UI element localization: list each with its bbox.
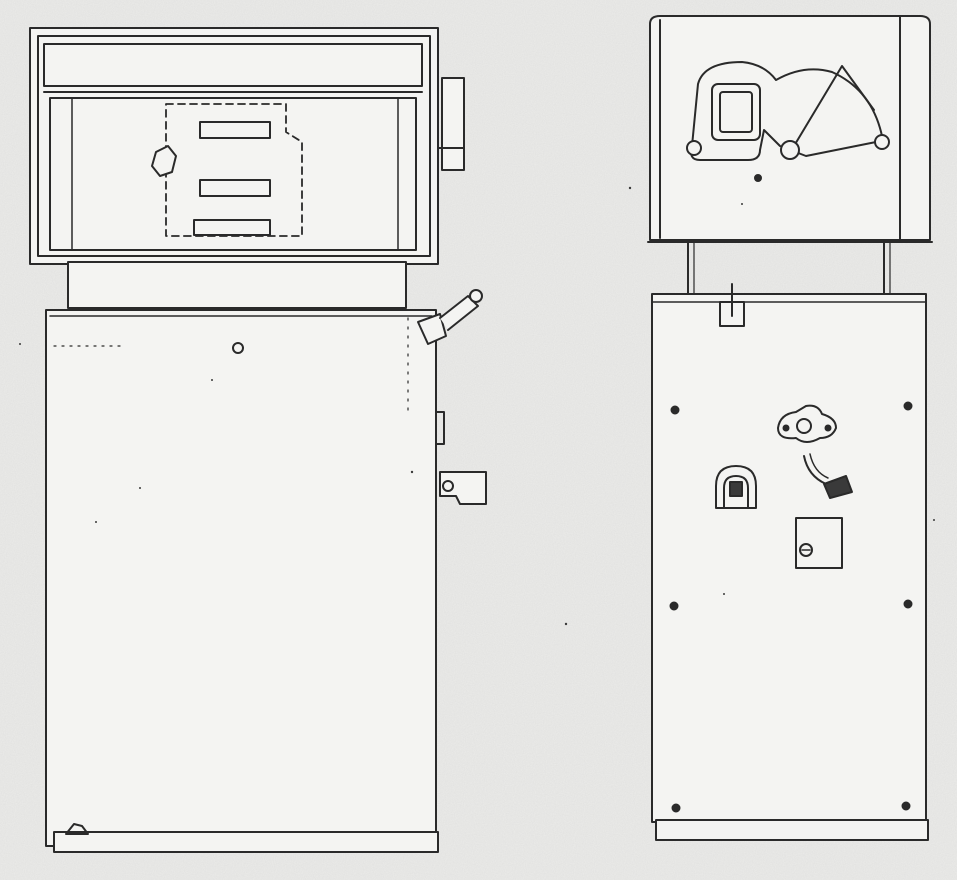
flange-bolt-right-icon	[824, 424, 832, 432]
front-cabinet	[45, 289, 487, 853]
front-cabinet-bolt-icon	[232, 342, 244, 354]
access-plate	[795, 517, 843, 569]
flange-fitting-icon	[777, 404, 837, 443]
display-header-band	[43, 43, 423, 87]
meter-window	[711, 83, 761, 141]
display-box-outer-frame	[29, 27, 439, 265]
side-view	[647, 15, 933, 841]
side-fitting-bolt-icon	[442, 480, 454, 492]
display-box-inner-frame	[37, 35, 431, 257]
rivet-mid-left-icon	[669, 601, 679, 611]
side-fitting-upper	[435, 411, 445, 445]
rivet-top-left-icon	[670, 405, 680, 415]
display-side-bracket	[441, 77, 465, 171]
front-cabinet-foot-icon	[65, 823, 89, 835]
readout-slot-3	[193, 219, 271, 236]
meter-pivot-center-icon	[780, 140, 800, 160]
rivet-mid-right-icon	[903, 599, 913, 609]
pump-head-rivet-icon	[754, 174, 762, 182]
register-dashed-outline	[165, 103, 303, 237]
display-box	[29, 27, 465, 269]
display-latch-icon	[151, 145, 177, 177]
side-cabinet-body	[651, 293, 927, 823]
side-cabinet-base	[655, 819, 929, 841]
front-neck	[67, 261, 407, 309]
display-window	[49, 97, 417, 251]
flange-bolt-left-icon	[782, 424, 790, 432]
copy-specks	[19, 186, 935, 626]
readout-slot-2	[199, 179, 271, 197]
flange-fitting-center-icon	[796, 418, 812, 434]
front-view	[29, 27, 487, 853]
nozzle-lever-knob-icon	[469, 289, 483, 303]
meter-pivot-right-icon	[874, 134, 890, 150]
rivet-top-right-icon	[903, 401, 913, 411]
hose-elbow-pipe-inner	[809, 453, 829, 479]
front-cabinet-base	[53, 831, 439, 853]
nozzle-holder-icon	[417, 313, 447, 345]
meter-window-inner	[719, 91, 753, 133]
rivet-bottom-right-icon	[901, 801, 911, 811]
readout-slot-1	[199, 121, 271, 139]
side-fitting-box	[439, 471, 487, 505]
rivet-bottom-left-icon	[671, 803, 681, 813]
arched-gauge-inner	[723, 475, 749, 509]
front-cabinet-body	[45, 309, 437, 847]
arched-gauge-needle-icon	[729, 481, 743, 497]
meter-pivot-left-icon	[686, 140, 702, 156]
side-cabinet	[651, 283, 929, 841]
pump-head	[647, 15, 933, 243]
hose-coupling-icon	[823, 475, 853, 499]
access-plate-screw-icon	[799, 543, 813, 557]
meter-mechanism-body	[690, 61, 883, 161]
meter-sector-arm	[793, 65, 875, 147]
